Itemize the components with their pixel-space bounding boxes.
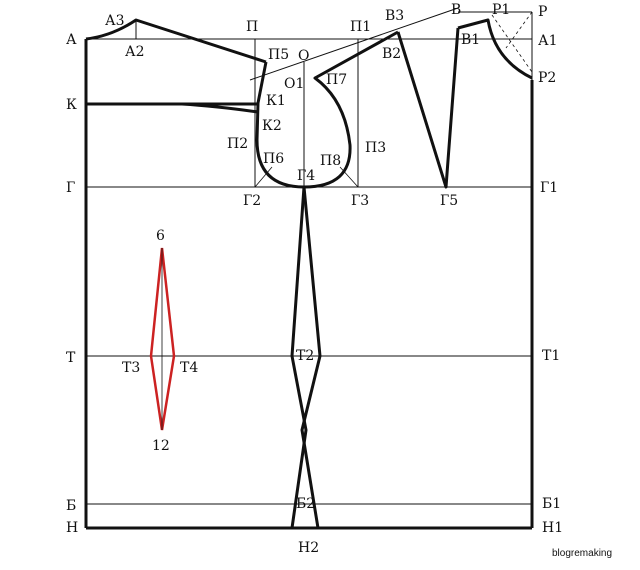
- label-V: В: [451, 2, 461, 18]
- label-G5: Г5: [440, 193, 458, 209]
- outline-back-dart-curve: [181, 102, 259, 114]
- label-R: Р: [538, 4, 547, 20]
- helper-G2: [254, 166, 273, 188]
- outline-side-seam-back: [290, 186, 308, 529]
- outline-back-armhole: [255, 61, 305, 189]
- outline-side-seam-front: [300, 186, 322, 529]
- label-G3: Г3: [351, 193, 369, 209]
- waist-dart-shape: [149, 247, 176, 431]
- label-B2: Б2: [296, 496, 315, 512]
- label-K1: К1: [266, 93, 286, 109]
- label-G2: Г2: [243, 193, 261, 209]
- label-R2: Р2: [538, 70, 556, 86]
- line-shoulder-guide: [249, 7, 459, 81]
- label-N2: Н2: [298, 540, 319, 556]
- helper-G3: [339, 166, 359, 188]
- label-T3: Т3: [122, 360, 140, 376]
- label-T2: Т2: [296, 348, 314, 364]
- label-P1: П1: [350, 19, 371, 35]
- label-P: П: [246, 19, 258, 35]
- label-T: Т: [66, 350, 76, 366]
- label-P3: П3: [365, 140, 386, 156]
- outline-front-neck: [457, 18, 533, 80]
- label-N: Н: [66, 520, 78, 536]
- neck-dashed-lines: [491, 11, 533, 73]
- label-O1: О1: [284, 76, 304, 92]
- point-labels: А А3 А2 П П1 В3 В Р1 Р А1 В1 В2 Р2 О О1 …: [66, 2, 563, 556]
- label-T1: Т1: [542, 348, 560, 364]
- label-K: К: [66, 97, 77, 113]
- label-G: Г: [66, 180, 75, 196]
- label-V1: В1: [461, 32, 480, 48]
- label-B: Б: [66, 498, 76, 514]
- label-K2: К2: [262, 118, 282, 134]
- label-dart-bottom: 12: [152, 438, 170, 454]
- pattern-outline: [84, 18, 534, 530]
- label-A: А: [66, 32, 77, 48]
- label-V3: В3: [385, 8, 404, 24]
- outline-front-armhole: [303, 30, 399, 189]
- label-A3: А3: [105, 13, 125, 29]
- label-B1: Б1: [542, 496, 561, 512]
- watermark: blogremaking: [552, 548, 612, 559]
- outline-back-shoulder: [85, 18, 267, 64]
- label-G1: Г1: [540, 180, 558, 196]
- construction-lines: [86, 7, 533, 505]
- label-R1: Р1: [492, 2, 510, 18]
- label-A2: А2: [125, 44, 145, 60]
- label-P8: П8: [320, 153, 341, 169]
- outline-bust-dart: [396, 27, 460, 189]
- waist-dart: [149, 247, 176, 431]
- label-N1: Н1: [542, 520, 563, 536]
- label-T4: Т4: [180, 360, 198, 376]
- label-P2: П2: [227, 136, 248, 152]
- label-P6: П6: [263, 151, 284, 167]
- label-V2: В2: [382, 46, 401, 62]
- label-O: О: [298, 48, 309, 64]
- label-P5: П5: [268, 47, 289, 63]
- label-P7: П7: [326, 72, 347, 88]
- dash-R-diag: [505, 11, 533, 49]
- label-dart-top: 6: [156, 228, 165, 244]
- label-G4: Г4: [297, 168, 315, 184]
- label-A1: А1: [538, 33, 558, 49]
